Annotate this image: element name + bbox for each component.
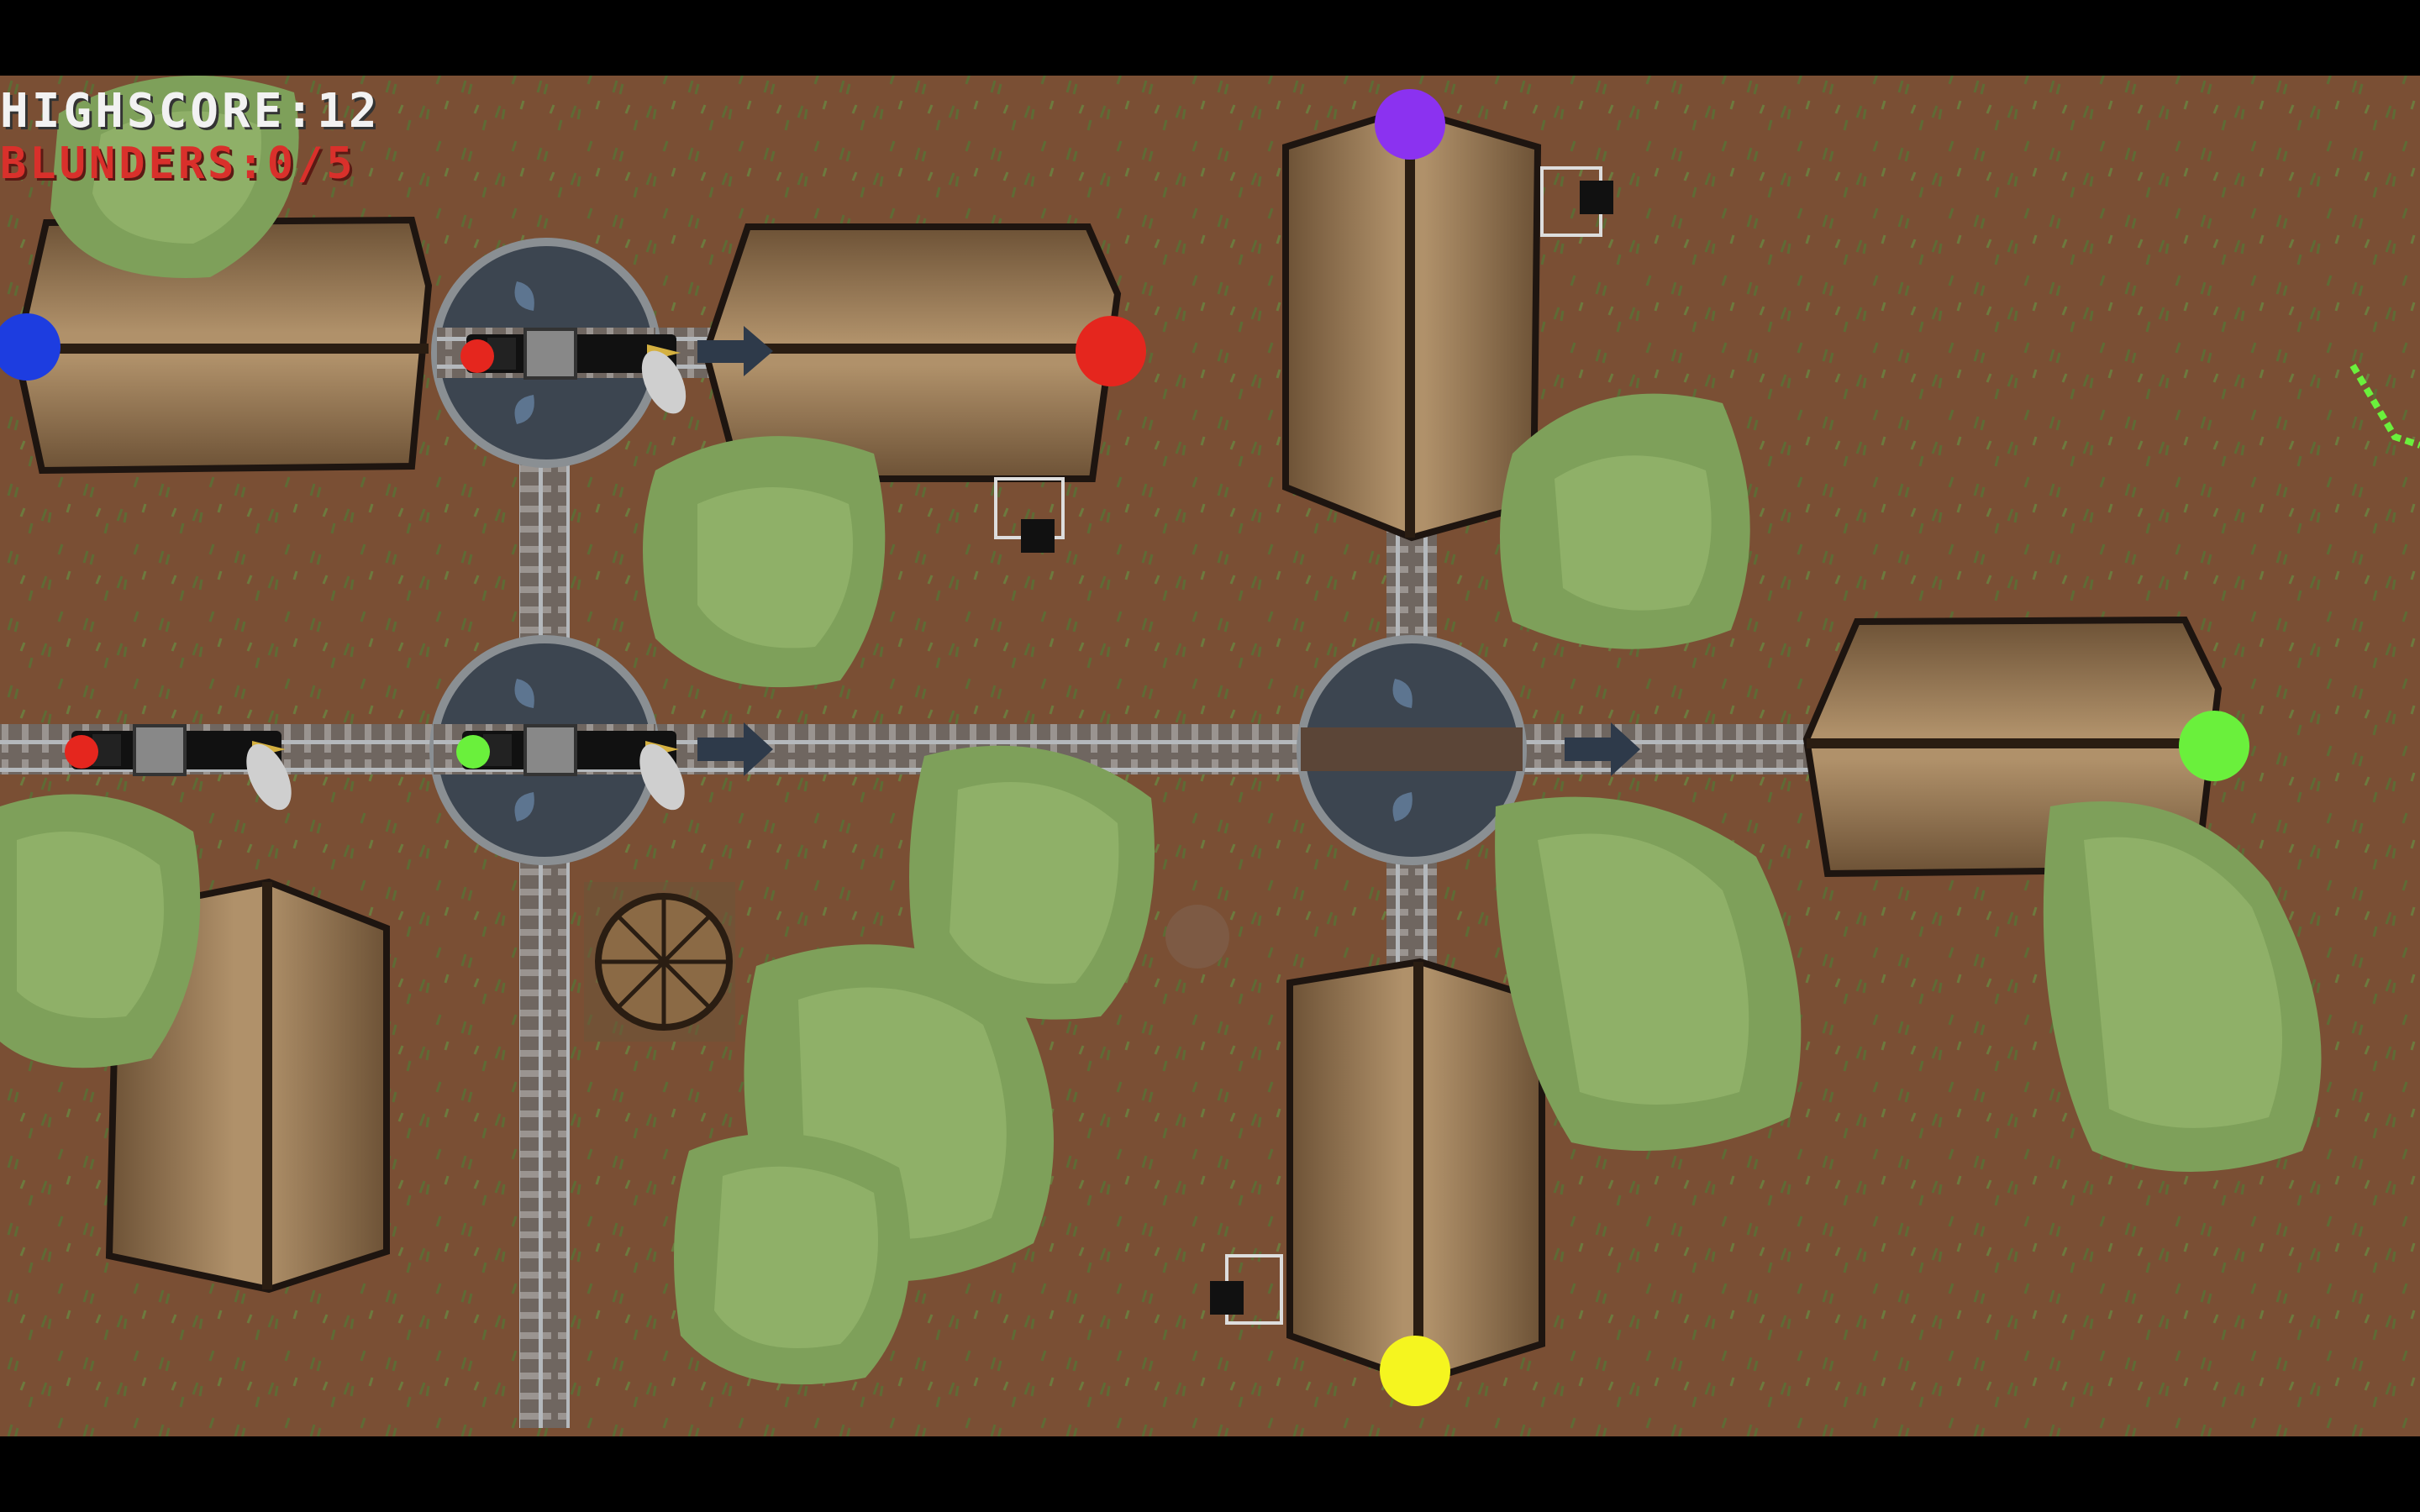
vertical-track-left-bottom: [519, 848, 570, 1428]
train-green-center[interactable]: [456, 724, 694, 816]
highscore-label: HIGHSCORE:: [0, 84, 318, 139]
highscore-value: 12: [317, 84, 381, 139]
station-marker-red: [1076, 316, 1146, 386]
signal-lamp-icon: [1210, 1254, 1283, 1325]
signal-lamp-icon: [994, 477, 1065, 553]
train-marker: [65, 735, 98, 769]
blunders-label: BLUNDERS:: [0, 139, 267, 189]
rock-icon: [1165, 905, 1229, 969]
tree-icon: [0, 794, 201, 1068]
tree-icon: [674, 1133, 911, 1385]
blunders-display: BLUNDERS:0/5: [0, 139, 356, 189]
tree-icon: [50, 76, 299, 278]
tree-icon: [2043, 801, 2322, 1172]
offscreen-train-indicator: [2349, 363, 2420, 449]
water-wheel-icon: [584, 882, 735, 1042]
tree-icon: [643, 436, 886, 688]
arrow-right-icon: [697, 722, 773, 776]
turntable-center-right[interactable]: [1297, 635, 1527, 865]
tree-icon: [1495, 796, 1802, 1151]
station-marker-yellow: [1380, 1336, 1450, 1406]
train-marker: [460, 339, 494, 373]
blunders-value: 0/5: [266, 139, 356, 189]
station-marker-green: [2179, 711, 2249, 781]
tree-icon: [909, 745, 1155, 1020]
train-red-left[interactable]: [65, 724, 301, 816]
train-marker: [456, 735, 490, 769]
station-building-top-right: [1282, 105, 1542, 542]
vertical-track-right-bottom: [1386, 848, 1437, 974]
train-red-top[interactable]: [460, 328, 695, 421]
tree-icon: [1500, 393, 1750, 649]
vertical-track-left-top: [519, 454, 570, 664]
station-marker-blue: [0, 313, 60, 381]
station-building-bottom-right: [1286, 958, 1545, 1386]
station-marker-purple: [1375, 89, 1445, 160]
arrow-right-icon: [697, 326, 773, 376]
arrow-right-icon: [1565, 722, 1640, 776]
highscore-display: HIGHSCORE:12: [0, 84, 381, 139]
signal-lamp-icon: [1540, 166, 1613, 237]
